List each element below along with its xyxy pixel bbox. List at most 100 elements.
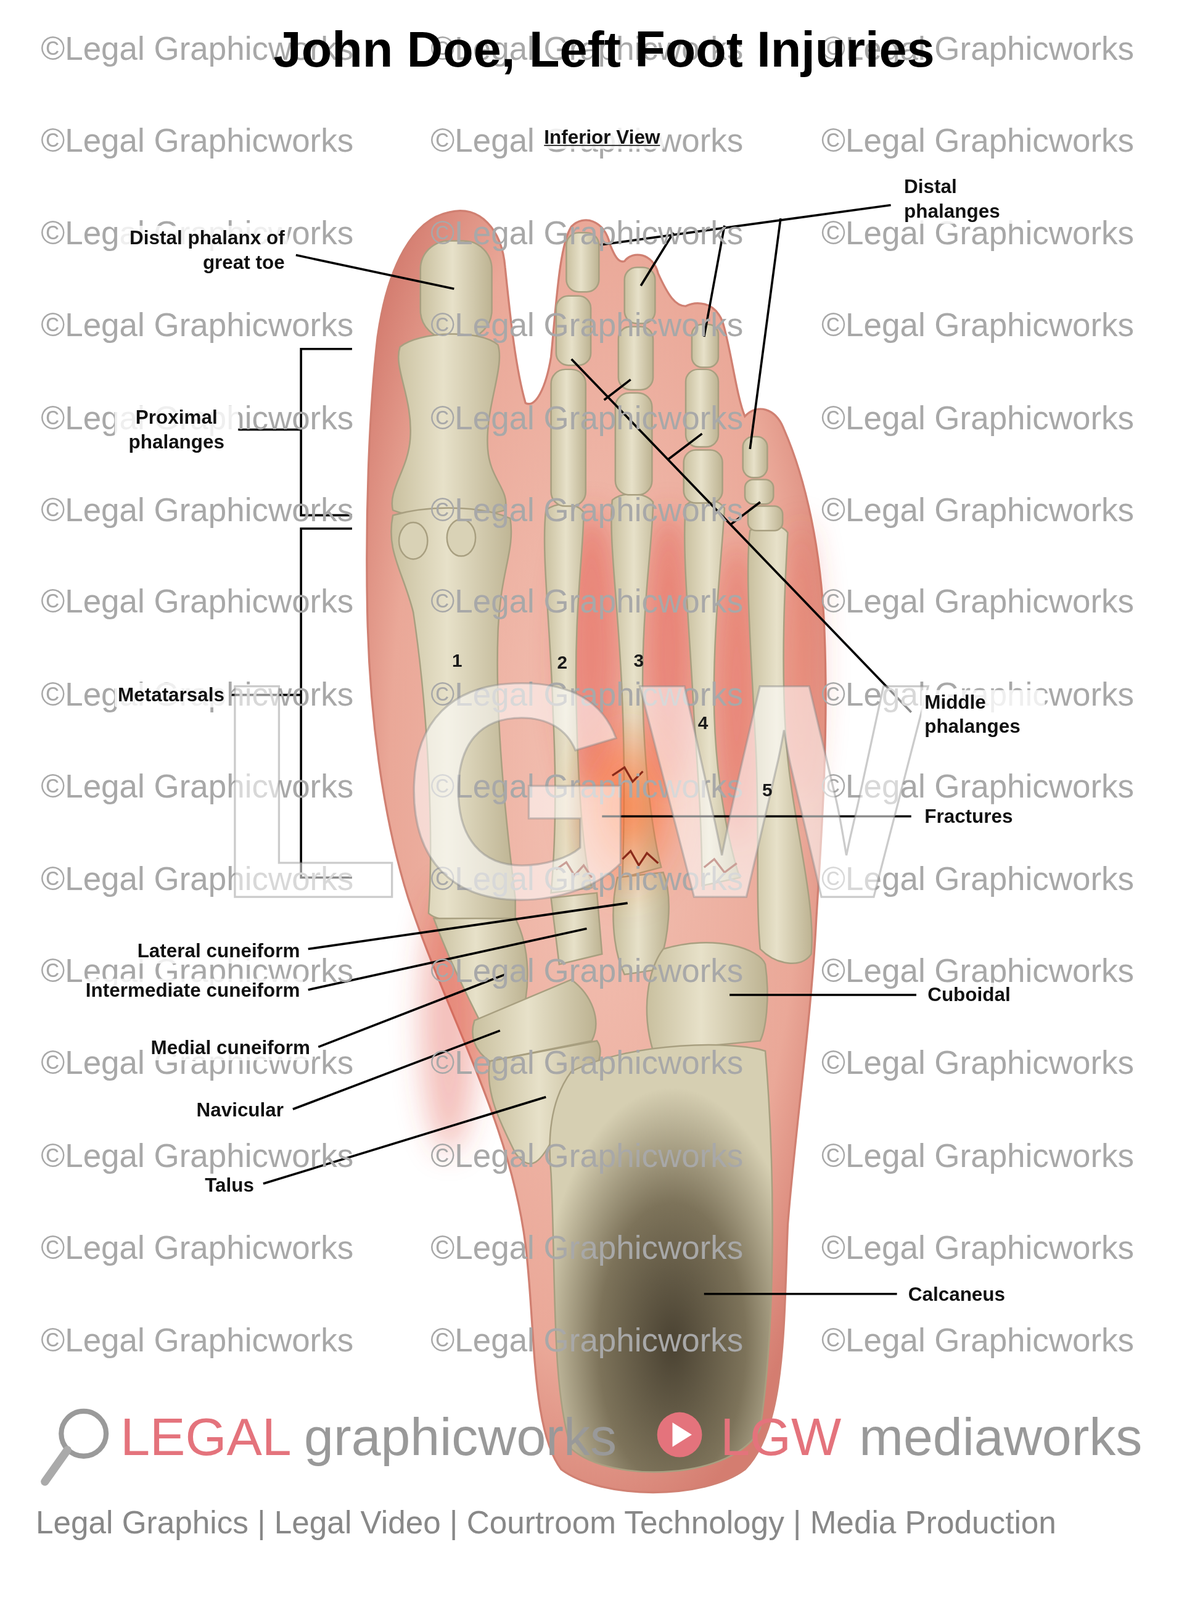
part-label-anchor: Proximal phalanges [114,405,239,454]
footer-brand: LEGAL [120,1405,292,1468]
leader-line [749,218,781,449]
watermark-text-anchor: ©Legal Graphicworks [821,306,1135,345]
part-label: Intermediate cuneiform [82,978,304,1003]
watermark-text-anchor: ©Legal Graphicworks [821,1044,1135,1083]
watermark-text: ©Legal Graphicworks [821,122,1135,160]
part-label-anchor: Calcaneus [905,1282,1009,1307]
callout-number: 4 [698,712,709,735]
watermark-text: ©Legal Graphicworks [821,1136,1135,1175]
proximal-phalanx [747,506,783,531]
watermark-text: ©Legal Graphicworks [430,952,744,990]
part-label: Medial cuneiform [147,1035,314,1060]
footer-brand-anchor: mediaworks [858,1405,1143,1468]
part-label: Metatarsals [114,682,228,707]
callout-number: 5 [762,780,773,802]
part-label: Talus [201,1173,258,1198]
watermark-text-anchor: ©Legal Graphicworks [821,583,1135,621]
callout-number-anchor: 1 [452,650,463,673]
watermark-text-anchor: ©Legal Graphicworks [430,1136,744,1175]
watermark-text: ©Legal Graphicworks [821,398,1135,437]
watermark-text-anchor: ©Legal Graphicworks [821,1228,1135,1267]
callout-number: 2 [556,652,568,674]
watermark-text: ©Legal Graphicworks [821,1321,1135,1360]
watermark-text-anchor: ©Legal Graphicworks [821,491,1135,530]
part-label-anchor: Talus [201,1173,258,1198]
footer-brand: mediaworks [858,1405,1143,1468]
watermark-text: ©Legal Graphicworks [430,1044,744,1083]
watermark-text-anchor: ©Legal Graphicworks [430,952,744,990]
watermark-text: ©Legal Graphicworks [430,1321,744,1360]
callout-number-anchor: 3 [633,650,645,673]
play-icon [657,1412,703,1458]
watermark-text-anchor: ©Legal Graphicworks [40,491,354,530]
watermark-text: ©Legal Graphicworks [40,1321,354,1360]
footer-services: Legal Graphics | Legal Video | Courtroom… [35,1504,1057,1542]
callout-number-anchor: 4 [698,712,709,735]
watermark-text: ©Legal Graphicworks [430,398,744,437]
part-label: Calcaneus [905,1282,1009,1307]
part-label-anchor: Distal phalanges [900,174,1025,224]
watermark-text-anchor: ©Legal Graphicworks [40,1228,354,1267]
leader-line [295,255,454,290]
part-label: Distal phalanges [900,174,1025,224]
play-triangle [672,1421,692,1447]
view-label-anchor: Inferior View [540,126,663,149]
callout-number-anchor: 2 [556,652,568,674]
watermark-text-anchor: ©Legal Graphicworks [40,1321,354,1360]
watermark-text-anchor: ©Legal Graphicworks [821,1321,1135,1360]
watermark-text: ©Legal Graphicworks [430,306,744,345]
watermark-logo-anchor: LGW [214,637,929,944]
play-circle [657,1412,703,1458]
title: John Doe, Left Foot Injuries [273,20,935,78]
watermark-text: ©Legal Graphicworks [430,583,744,621]
tick [604,379,631,400]
magnifier-icon [45,1410,107,1482]
sesamoid [398,522,428,560]
footer-brand-anchor: LGW [720,1405,842,1468]
watermark-text-anchor: ©Legal Graphicworks [821,398,1135,437]
watermark-text-anchor: ©Legal Graphicworks [430,214,744,253]
part-label-anchor: Lateral cuneiform [134,938,304,963]
watermark-text-anchor: ©Legal Graphicworks [430,398,744,437]
middle-phalanx [744,479,774,505]
part-label-anchor: Intermediate cuneiform [82,978,304,1003]
part-label: Distal phalanx of great toe [118,225,288,275]
part-label-anchor: Medial cuneiform [147,1035,314,1060]
watermark-text-anchor: ©Legal Graphicworks [40,583,354,621]
injury-label: Fractures [921,804,1016,829]
view-label: Inferior View [540,126,663,149]
watermark-text: ©Legal Graphicworks [821,1228,1135,1267]
leader-line [729,993,917,996]
watermark-text-anchor: ©Legal Graphicworks [430,583,744,621]
watermark-text-anchor: ©Legal Graphicworks [430,491,744,530]
tick [668,433,703,459]
footer-brand: graphicworks [304,1405,617,1468]
part-label-anchor: Middle phalanges [921,690,1045,739]
callout-number: 1 [452,650,463,673]
watermark-text: ©Legal Graphicworks [821,1044,1135,1083]
watermark-text: ©Legal Graphicworks [40,306,354,345]
watermark-text: ©Legal Graphicworks [40,491,354,530]
watermark-text: ©Legal Graphicworks [40,1136,354,1175]
part-label-anchor: Distal phalanx of great toe [118,225,288,275]
part-label: Middle phalanges [921,690,1045,739]
part-label: Lateral cuneiform [134,938,304,963]
watermark-text-anchor: ©Legal Graphicworks [430,1228,744,1267]
title-anchor: John Doe, Left Foot Injuries [273,20,935,78]
watermark-text-anchor: ©Legal Graphicworks [430,1044,744,1083]
part-label: Proximal phalanges [114,405,239,454]
footer-services-anchor: Legal Graphics | Legal Video | Courtroom… [35,1504,1057,1542]
watermark-text: ©Legal Graphicworks [821,583,1135,621]
part-label: Navicular [193,1097,287,1122]
watermark-text-anchor: ©Legal Graphicworks [821,1136,1135,1175]
watermark-text: ©Legal Graphicworks [40,583,354,621]
footer-brand-anchor: graphicworks [304,1405,617,1468]
watermark-text-anchor: ©Legal Graphicworks [40,1136,354,1175]
proximal-phalanx [551,369,586,507]
watermark-text: ©Legal Graphicworks [430,214,744,253]
watermark-text-anchor: ©Legal Graphicworks [430,1321,744,1360]
part-label-anchor: Navicular [193,1097,287,1122]
part-label: Cuboidal [924,982,1014,1007]
